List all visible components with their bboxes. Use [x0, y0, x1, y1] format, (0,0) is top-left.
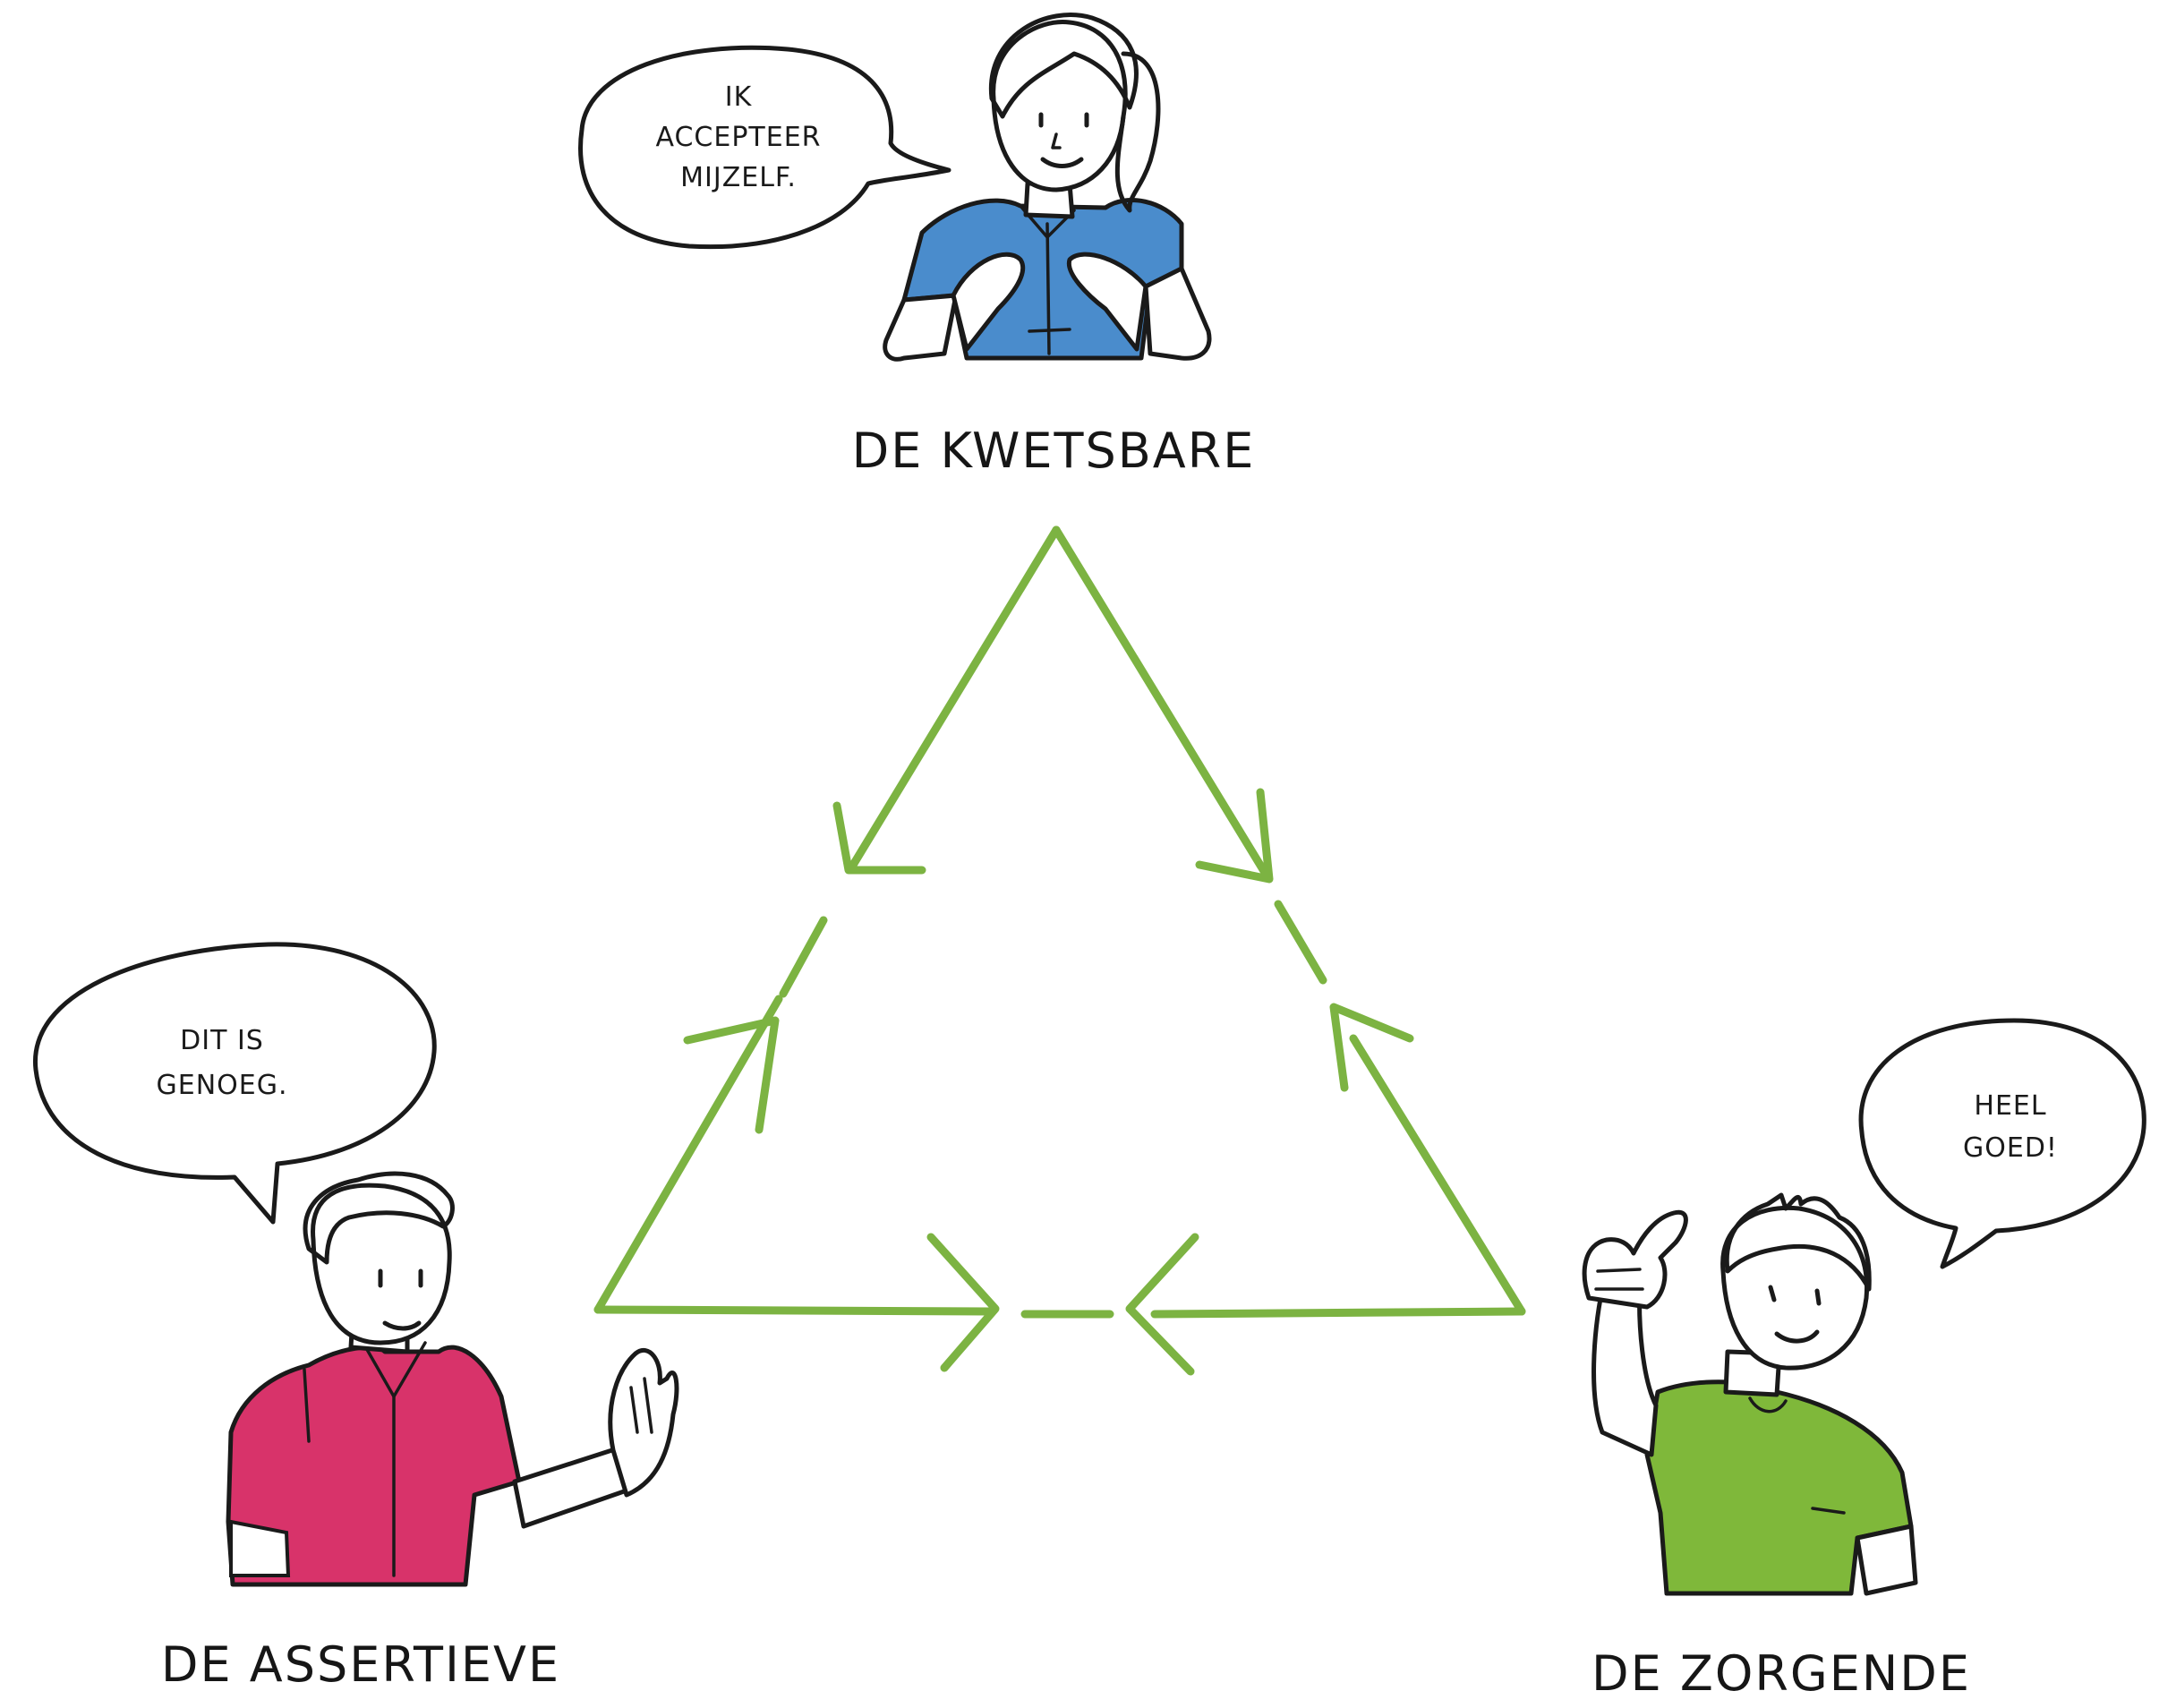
- role-label-kwetsbare: DE KWETSBARE: [852, 423, 1256, 479]
- arrow-head-right-lower: [1329, 1003, 1414, 1092]
- assertieve-speech-bubble: DIT IS GENOEG.: [33, 942, 437, 1225]
- bubble-line: GOED!: [1963, 1132, 2058, 1164]
- zorgende-speech-bubble: HEEL GOED!: [1858, 1018, 2146, 1269]
- arrow-head-right-upper: [1195, 788, 1274, 884]
- bubble-line: HEEL: [1974, 1090, 2046, 1122]
- role-label-zorgende: DE ZORGENDE: [1592, 1645, 1971, 1702]
- arrow-head-left-lower: [683, 1016, 780, 1134]
- bubble-line: IK: [725, 81, 753, 113]
- bubble-line: DIT IS: [180, 1025, 264, 1056]
- arrow-head-left-upper: [832, 801, 926, 875]
- arrow-head-bottom-right: [1125, 1233, 1199, 1376]
- bubble-line: GENOEG.: [157, 1070, 288, 1101]
- kwetsbare-speech-bubble: IK ACCEPTEER MIJZELF.: [578, 45, 951, 250]
- green-triangle: [593, 525, 1526, 1376]
- role-label-assertieve: DE ASSERTIEVE: [161, 1636, 560, 1693]
- bubble-line: ACCEPTEER: [655, 122, 821, 153]
- assertieve-figure: DIT IS GENOEG. DE ASSERTIEVE: [33, 942, 679, 1693]
- bubble-line: MIJZELF.: [680, 162, 797, 193]
- zorgende-figure: HEEL GOED! DE ZORGENDE: [1582, 1018, 2146, 1702]
- kwetsbare-figure: IK ACCEPTEER MIJZELF. DE KWETSBARE: [578, 13, 1256, 479]
- arrow-head-bottom-left: [926, 1233, 1000, 1372]
